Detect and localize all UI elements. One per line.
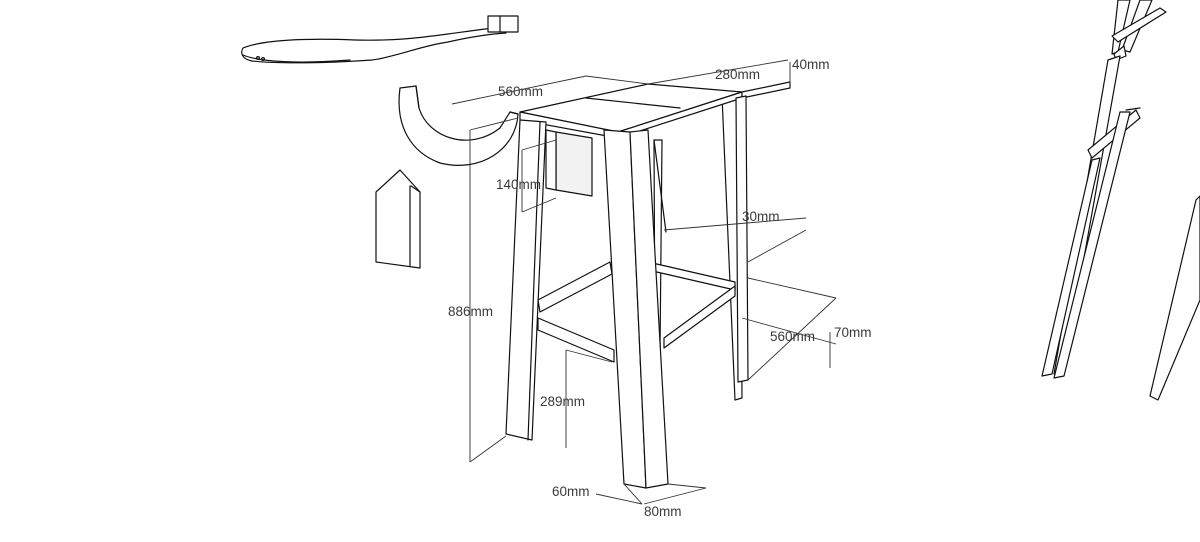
pointed-block-part [375, 169, 421, 269]
drawer-box [555, 131, 593, 197]
dim-label-stretcher-height: 70mm [834, 325, 872, 340]
front-left-leg [505, 119, 547, 441]
dim-label-drawer-height: 140mm [496, 177, 541, 192]
dimension-lines [451, 59, 837, 505]
dim-label-stretcher-from-floor: 289mm [540, 394, 585, 409]
dim-label-top-thickness: 40mm [792, 57, 830, 72]
lower-rail-left [537, 261, 613, 313]
dim-label-leg-width: 60mm [552, 484, 590, 499]
lower-rail-front [537, 317, 615, 363]
dim-label-leg-depth: 80mm [644, 504, 682, 519]
dim-label-inner-depth: 30mm [742, 209, 780, 224]
dim-label-total-height: 886mm [448, 304, 493, 319]
dim-label-base-depth: 560mm [770, 329, 815, 344]
side-frame-part [1041, 0, 1200, 401]
dim-label-top-length: 560mm [498, 84, 543, 99]
lower-rail-right [663, 285, 736, 349]
paddle-arm-part [241, 15, 519, 64]
stand-body [505, 81, 791, 489]
curved-bracket-part [398, 85, 519, 166]
top-extension [741, 81, 791, 99]
dim-label-top-width: 280mm [715, 67, 760, 82]
